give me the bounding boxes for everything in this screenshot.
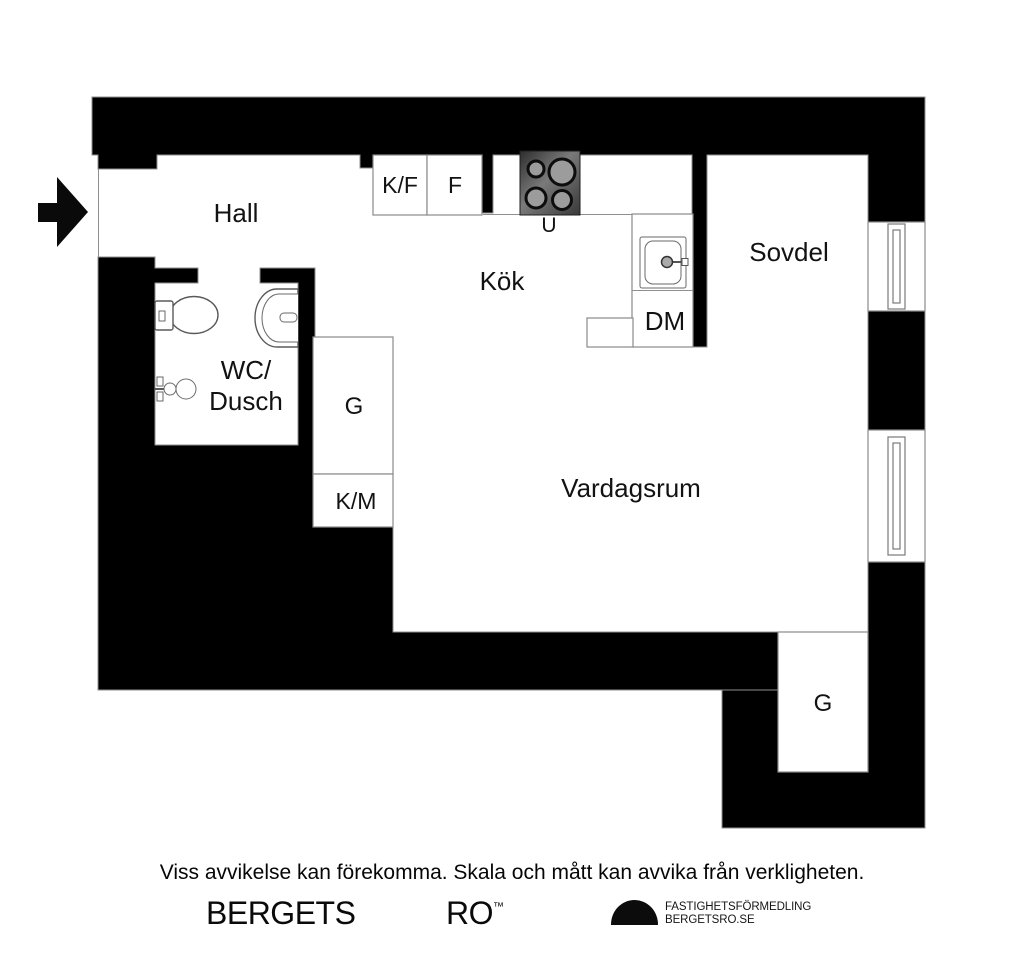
brand-ro: RO™ xyxy=(446,895,504,932)
room-label-sovdel: Sovdel xyxy=(749,237,829,267)
kitchen-sink-icon xyxy=(639,236,689,289)
label-f: F xyxy=(448,172,462,198)
brand-bergets: BERGETS xyxy=(206,895,356,931)
label-g-closet: G xyxy=(345,393,364,420)
stove-icon xyxy=(519,150,581,216)
washer-box-km xyxy=(312,473,394,528)
label-u: U xyxy=(541,214,556,237)
floor-plan: Hall K/F F U Kök Sovdel DM WC/ Dusch G K… xyxy=(38,96,926,829)
trademark-symbol: ™ xyxy=(493,901,504,913)
agency-line2: BERGETSRO.SE xyxy=(665,913,755,926)
toilet-icon xyxy=(154,295,219,335)
room-label-vardagsrum: Vardagsrum xyxy=(561,473,701,503)
window-2 xyxy=(867,429,926,563)
agency-line1: FASTIGHETSFÖRMEDLING xyxy=(665,901,812,913)
brand-ro-text: RO xyxy=(446,895,494,931)
freezer-box xyxy=(426,154,483,216)
closet-box-g xyxy=(312,336,394,475)
counter-small-box xyxy=(586,317,634,348)
label-g-bottom: G xyxy=(814,690,833,717)
room-label-hall: Hall xyxy=(214,198,259,228)
entrance-arrow-icon xyxy=(38,177,88,247)
room-label-kok: Kök xyxy=(480,266,526,296)
wall-right-mid xyxy=(867,310,926,431)
label-dm: DM xyxy=(645,306,685,336)
label-kf: K/F xyxy=(382,172,418,198)
shower-icon xyxy=(155,376,197,402)
room-label-wc-line1: WC/ xyxy=(221,355,272,385)
bergetsro-dome-logo-icon xyxy=(611,900,658,925)
label-km: K/M xyxy=(336,488,377,514)
room-label-wc-line2: Dusch xyxy=(209,386,283,416)
fridge-freezer-box xyxy=(372,154,428,216)
window-1 xyxy=(867,221,926,312)
agency-text-block: FASTIGHETSFÖRMEDLING BERGETSRO.SE xyxy=(665,901,811,926)
washbasin-icon xyxy=(254,288,299,348)
disclaimer-text: Viss avvikelse kan förekomma. Skala och … xyxy=(159,861,865,884)
closet-box-g-bottom xyxy=(777,631,869,773)
